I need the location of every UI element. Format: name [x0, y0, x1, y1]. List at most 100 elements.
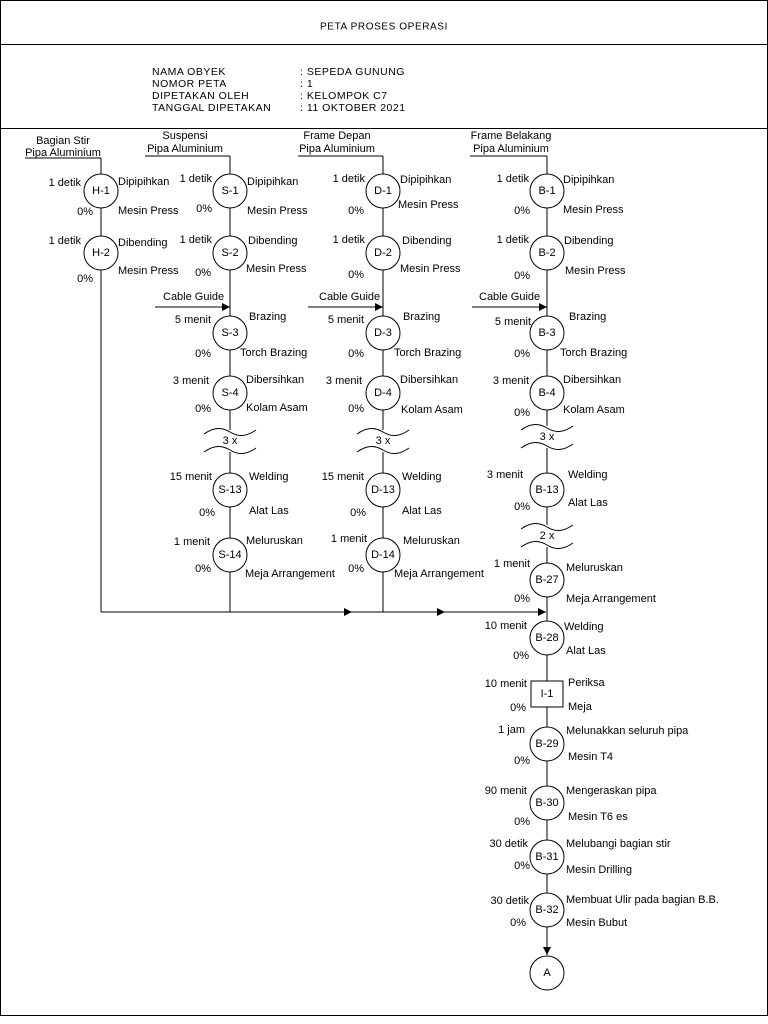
step-machine: Mesin Press: [246, 263, 307, 275]
step-id: B-32: [535, 904, 558, 916]
step-percent: 0%: [514, 755, 530, 767]
step-time: 1 jam: [498, 724, 525, 736]
step-percent: 0%: [348, 269, 364, 281]
cable-guide-label: Cable Guide: [163, 291, 224, 303]
step-id: D-2: [374, 247, 392, 259]
step-time: 15 menit: [322, 471, 364, 483]
step-percent: 0%: [514, 205, 530, 217]
step-id: D-14: [371, 549, 395, 561]
step-percent: 0%: [514, 501, 530, 513]
step-activity: Dibending: [118, 237, 168, 249]
step-id: S-14: [218, 549, 241, 561]
step-percent: 0%: [514, 816, 530, 828]
step-percent: 0%: [199, 507, 215, 519]
repeat-break-line: [520, 424, 574, 432]
operation-circle: [529, 315, 565, 351]
step-activity: Melubangi bagian stir: [566, 838, 671, 850]
step-id: D-4: [374, 387, 392, 399]
operation-circle: [83, 235, 119, 271]
step-activity: Welding: [249, 471, 289, 483]
chart-title: PETA PROSES OPERASI: [320, 22, 448, 33]
operation-circle: [365, 173, 401, 209]
step-machine: Kolam Asam: [401, 404, 463, 416]
column-heading: Pipa Aluminium: [25, 147, 101, 159]
step-percent: 0%: [514, 270, 530, 282]
step-id: H-1: [92, 185, 110, 197]
step-time: 10 menit: [485, 678, 527, 690]
step-machine: Torch Brazing: [240, 347, 307, 359]
repeat-break-line: [520, 523, 574, 531]
step-activity: Dibersihkan: [400, 374, 458, 386]
operation-circle: [529, 839, 565, 875]
step-time: 1 detik: [180, 173, 213, 185]
step-id: I-1: [541, 688, 554, 700]
column-heading: Frame Depan: [303, 130, 370, 142]
step-id: B-2: [538, 247, 555, 259]
header-value-object: : SEPEDA GUNUNG: [300, 66, 405, 78]
repeat-break-line: [356, 446, 410, 454]
header-value-chart-number: : 1: [300, 78, 313, 90]
step-id: D-3: [374, 327, 392, 339]
header-label-object: NAMA OBYEK: [152, 66, 226, 78]
join-arrowhead: [344, 608, 352, 616]
column-heading: Pipa Aluminium: [299, 143, 375, 155]
operation-circle: [212, 472, 248, 508]
step-percent: 0%: [348, 563, 364, 575]
column-heading: Frame Belakang: [471, 130, 552, 142]
step-id: D-1: [374, 185, 392, 197]
column-heading: Pipa Aluminium: [473, 143, 549, 155]
step-activity: Welding: [564, 621, 604, 633]
step-machine: Meja: [568, 701, 593, 713]
step-percent: 0%: [196, 203, 212, 215]
step-time: 10 menit: [485, 620, 527, 632]
step-id: S-4: [221, 387, 238, 399]
step-machine: Mesin Drilling: [566, 864, 632, 876]
step-percent: 0%: [77, 206, 93, 218]
step-activity: Melunakkan seluruh pipa: [566, 725, 689, 737]
step-machine: Mesin Press: [400, 263, 461, 275]
step-percent: 0%: [195, 267, 211, 279]
step-machine: Alat Las: [402, 505, 442, 517]
repeat-break-line: [203, 446, 257, 454]
step-percent: 0%: [195, 563, 211, 575]
step-activity: Meluruskan: [566, 562, 623, 574]
step-id: S-1: [221, 185, 238, 197]
step-percent: 0%: [514, 407, 530, 419]
step-time: 1 detik: [333, 173, 366, 185]
step-id: B-1: [538, 185, 555, 197]
operation-circle: [529, 785, 565, 821]
step-machine: Mesin Press: [247, 205, 308, 217]
step-percent: 0%: [510, 917, 526, 929]
cable-guide-label: Cable Guide: [319, 291, 380, 303]
header-label-chart-number: NOMOR PETA: [152, 78, 227, 90]
step-activity: Dipipihkan: [118, 176, 169, 188]
step-percent: 0%: [195, 348, 211, 360]
operation-circle: [529, 235, 565, 271]
step-activity: Meluruskan: [403, 535, 460, 547]
inspection-box: [530, 680, 564, 708]
step-time: 5 menit: [328, 314, 364, 326]
step-machine: Mesin Press: [398, 199, 459, 211]
step-percent: 0%: [510, 702, 526, 714]
column-heading: Pipa Aluminium: [147, 143, 223, 155]
step-percent: 0%: [350, 507, 366, 519]
step-id: B-28: [535, 632, 558, 644]
repeat-break-line: [520, 541, 574, 549]
repeat-count: 3 x: [376, 435, 391, 447]
step-machine: Mesin Bubut: [566, 917, 627, 929]
step-id: S-13: [218, 484, 241, 496]
step-machine: Meja Arrangement: [245, 568, 335, 580]
step-id: B-29: [535, 738, 558, 750]
step-id: D-13: [371, 484, 395, 496]
operation-circle: [365, 375, 401, 411]
operation-circle: [83, 173, 119, 209]
header-value-mapped-by: : KELOMPOK C7: [300, 90, 388, 102]
step-machine: Kolam Asam: [246, 402, 308, 414]
step-time: 30 detik: [490, 895, 529, 907]
step-time: 3 menit: [493, 375, 529, 387]
step-activity: Welding: [568, 469, 608, 481]
operation-circle: [529, 726, 565, 762]
step-percent: 0%: [348, 205, 364, 217]
step-time: 30 detik: [489, 838, 528, 850]
